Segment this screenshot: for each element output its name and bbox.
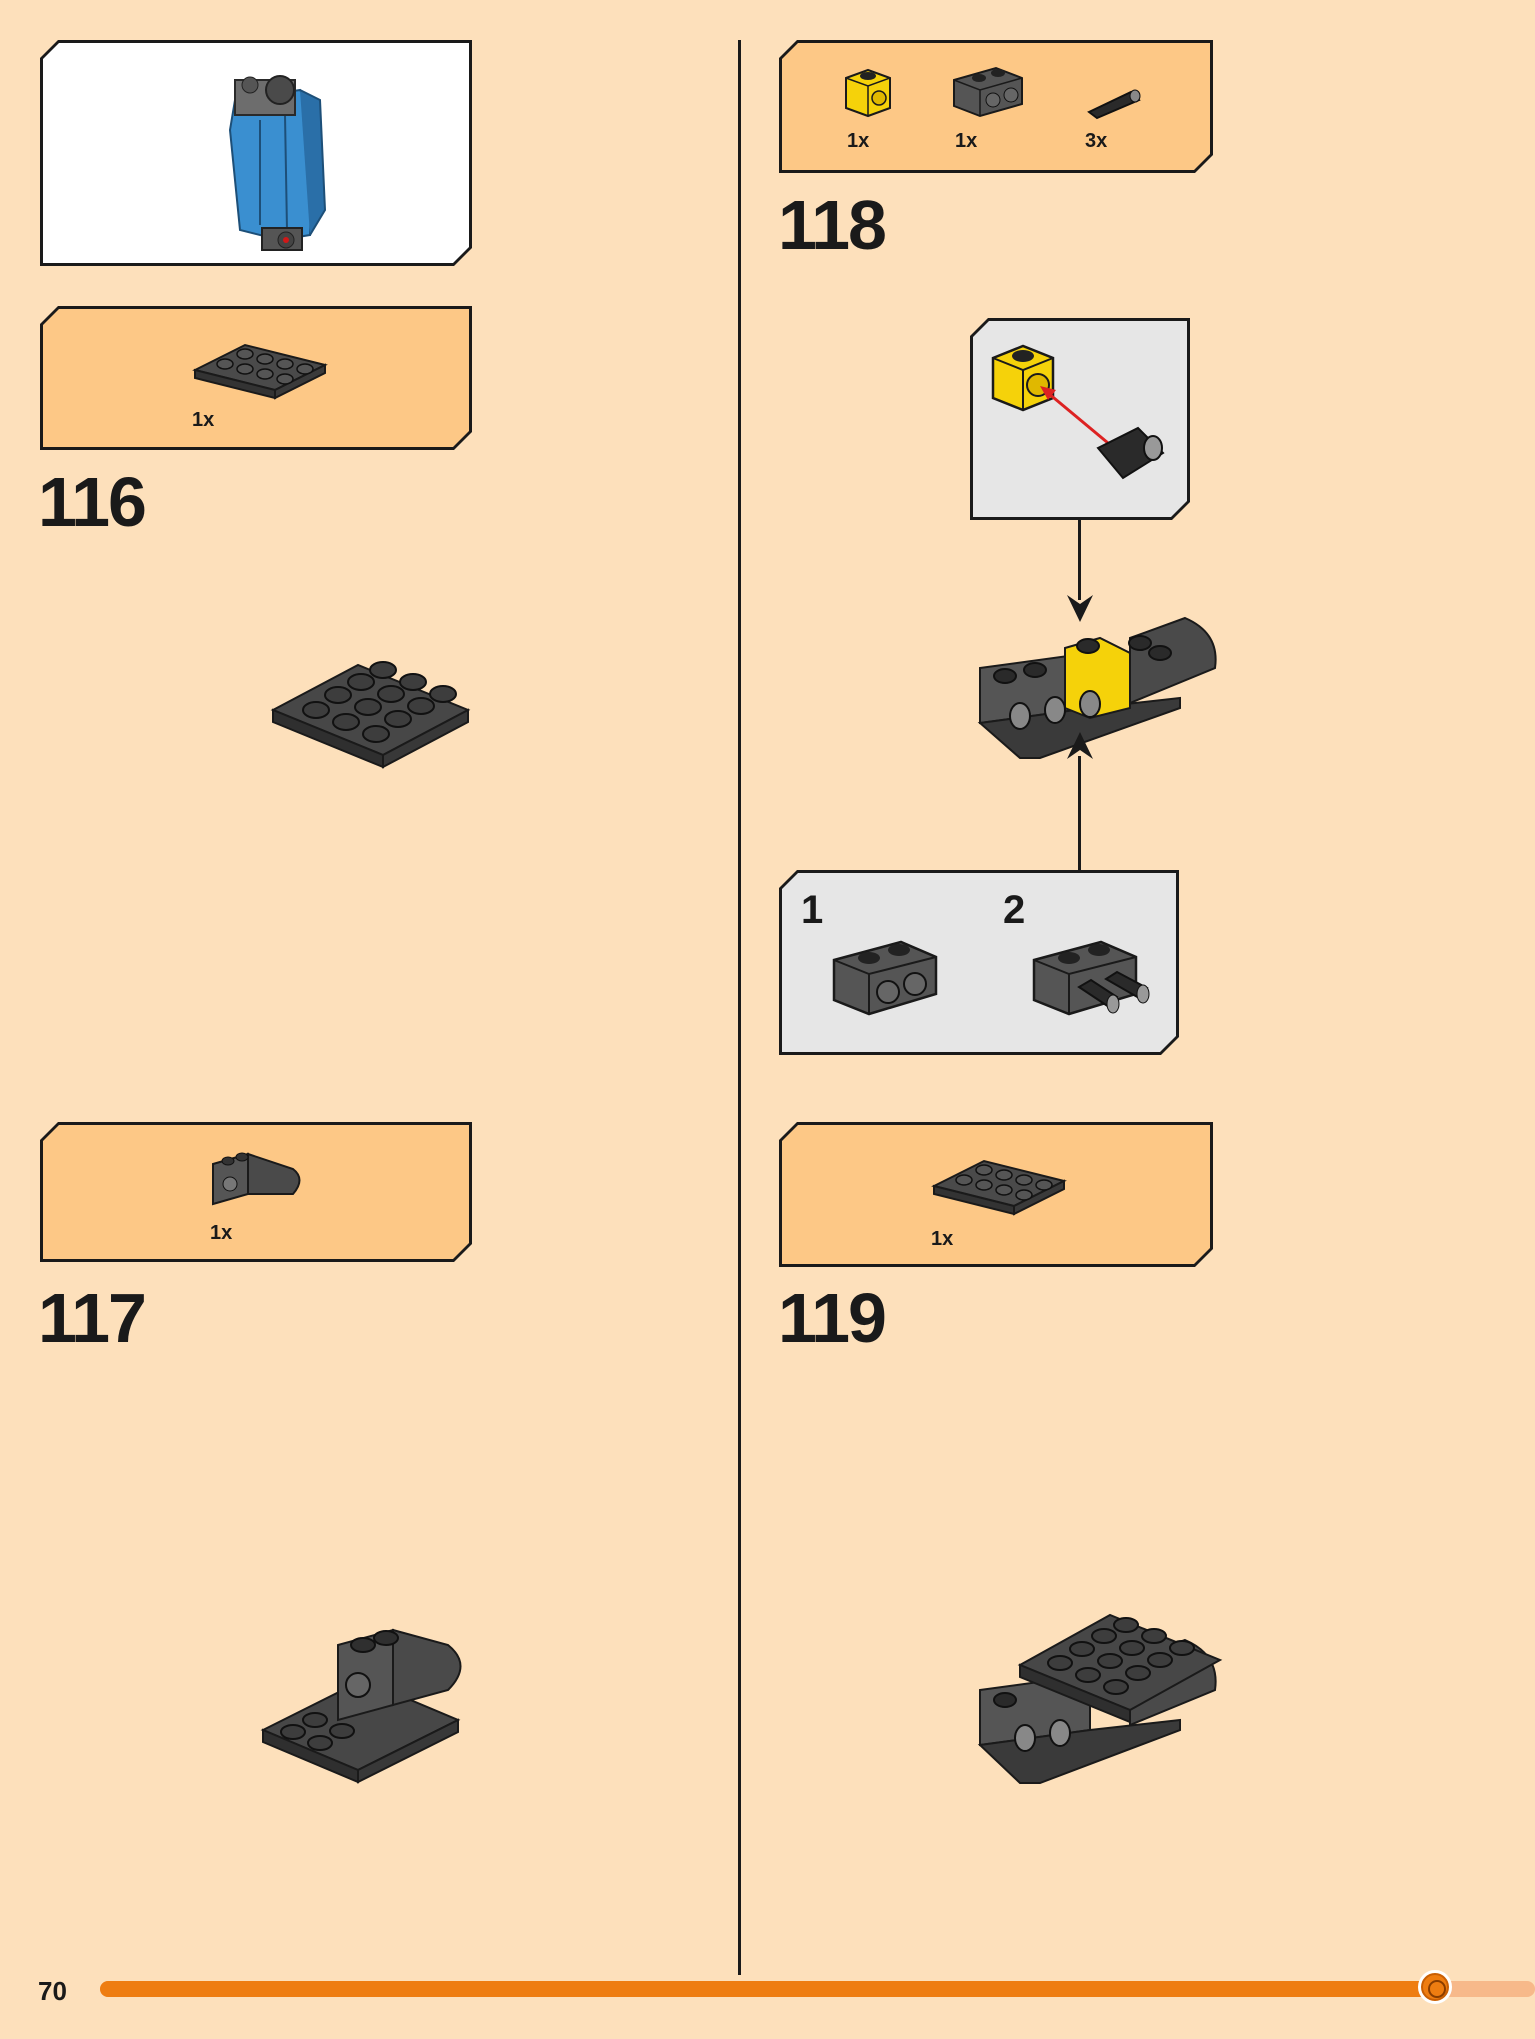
technic-pin-part-icon xyxy=(1085,86,1145,120)
connector-line-down xyxy=(1078,520,1081,600)
substep-number: 2 xyxy=(1003,888,1026,932)
progress-marker xyxy=(1418,1970,1452,2004)
technic-brick-1x1-yellow-part-icon xyxy=(843,64,893,118)
model-preview-box xyxy=(40,40,472,266)
pin-insert-callout xyxy=(970,318,1190,520)
part-quantity: 1x xyxy=(847,130,870,152)
substep-number: 1 xyxy=(801,888,824,932)
step-119-assembly-image xyxy=(977,1613,1223,1784)
robot-preview-image xyxy=(190,60,370,250)
connector-line-up xyxy=(1078,756,1081,872)
plate-2x4-part-icon xyxy=(190,330,330,400)
pin-into-brick-image xyxy=(988,338,1178,508)
step-116-parts-callout: 1x xyxy=(40,306,472,450)
part-quantity: 1x xyxy=(955,130,978,152)
step-119-parts-callout: 1x xyxy=(779,1122,1213,1267)
step-116-assembly-image xyxy=(270,661,471,769)
part-quantity: 1x xyxy=(931,1228,954,1250)
step-117-assembly-image xyxy=(260,1628,462,1784)
sub-assembly-callout: 1 2 xyxy=(779,870,1179,1055)
part-quantity: 1x xyxy=(192,409,215,431)
step-number: 119 xyxy=(778,1279,887,1357)
plate-2x4-part-icon xyxy=(929,1146,1069,1216)
arrow-down-icon xyxy=(1067,595,1093,622)
technic-brick-1x2-part-icon xyxy=(951,60,1025,120)
page-number: 70 xyxy=(38,1976,67,2006)
progress-fill xyxy=(100,1981,1435,1997)
column-divider xyxy=(738,40,741,1975)
step-number: 116 xyxy=(38,463,147,541)
step-118-parts-callout: 1x 1x 3x xyxy=(779,40,1213,173)
arrow-up-icon xyxy=(1067,732,1093,759)
step-117-parts-callout: 1x xyxy=(40,1122,472,1262)
step-number: 118 xyxy=(778,186,887,264)
part-quantity: 3x xyxy=(1085,130,1108,152)
part-quantity: 1x xyxy=(210,1222,233,1244)
substep-2-image xyxy=(1031,932,1161,1032)
technic-bracket-part-icon xyxy=(208,1144,308,1214)
step-118-assembly-image xyxy=(977,616,1217,759)
substep-1-image xyxy=(831,932,941,1022)
step-number: 117 xyxy=(38,1279,147,1357)
